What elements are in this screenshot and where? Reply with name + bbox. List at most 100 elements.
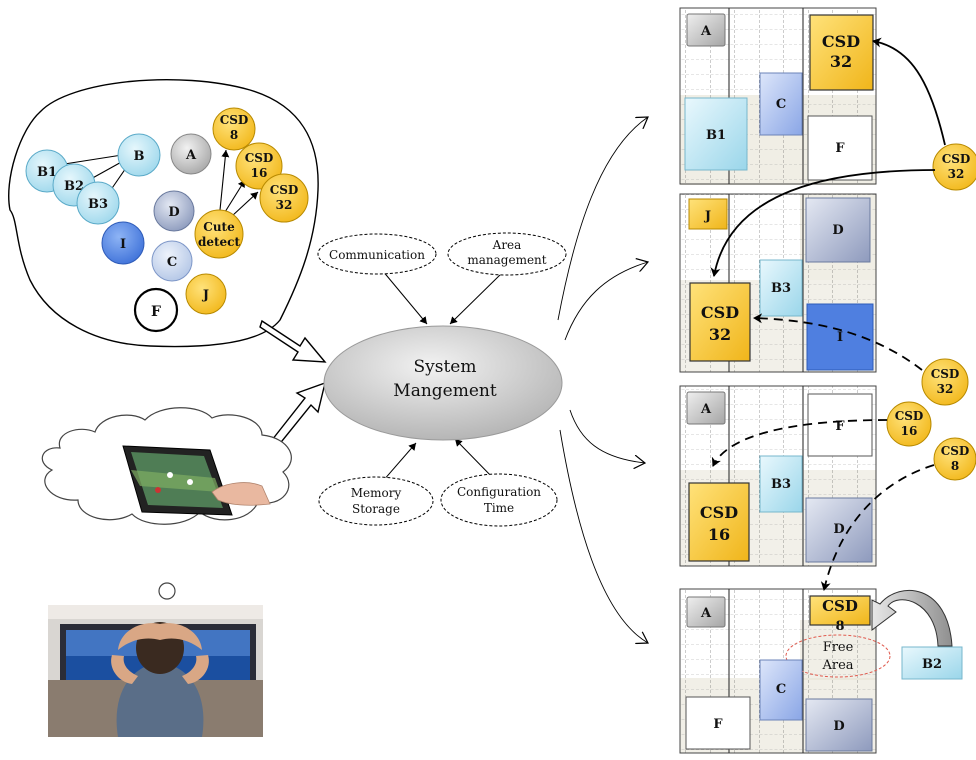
panel1-c: C	[759, 72, 803, 136]
svg-text:B3: B3	[771, 477, 791, 492]
svg-text:CSD: CSD	[822, 32, 860, 51]
svg-text:F: F	[835, 419, 845, 434]
svg-text:A: A	[700, 606, 712, 621]
svg-text:CSD: CSD	[931, 367, 960, 381]
svg-text:A: A	[700, 402, 712, 417]
outer-csd16: CSD 16	[886, 401, 932, 447]
svg-text:CSD: CSD	[822, 597, 858, 615]
svg-text:I: I	[120, 237, 126, 252]
factor-communication: Communication	[317, 233, 437, 275]
panel4-a: A	[686, 596, 726, 628]
component-b: B	[117, 133, 161, 177]
svg-text:Cute: Cute	[203, 220, 235, 234]
svg-text:B: B	[134, 149, 145, 164]
svg-text:D: D	[833, 522, 844, 537]
svg-text:J: J	[704, 209, 711, 224]
component-b3: B3	[76, 181, 120, 225]
hollow-arrow-bottom	[271, 381, 326, 448]
panel4-d: D	[805, 698, 873, 752]
panel1-b1: B1	[684, 97, 748, 171]
svg-text:B1: B1	[37, 165, 57, 180]
svg-text:32: 32	[948, 167, 965, 181]
svg-text:B3: B3	[88, 197, 108, 212]
svg-text:detect: detect	[198, 235, 241, 249]
svg-text:Communication: Communication	[329, 248, 425, 262]
svg-text:A: A	[185, 148, 197, 163]
component-a: A	[170, 133, 212, 175]
svg-text:32: 32	[709, 325, 731, 344]
layout-panel-3: A F B3 CSD 16 D	[679, 385, 877, 567]
outer-csd32-top: CSD 32	[932, 143, 976, 191]
svg-text:B1: B1	[706, 128, 726, 143]
panel1-a: A	[686, 13, 726, 47]
svg-text:Area: Area	[821, 658, 853, 673]
panel4-csd8: CSD 8	[809, 595, 871, 634]
branch-arrows	[557, 117, 648, 643]
outer-b2: B2	[901, 646, 963, 680]
curved-replace-arrow	[871, 589, 953, 647]
svg-text:Free: Free	[823, 640, 854, 655]
svg-text:C: C	[776, 97, 786, 112]
svg-text:C: C	[167, 255, 177, 270]
hand-icon	[211, 482, 271, 506]
svg-text:8: 8	[835, 619, 844, 634]
factor-area-management: Area management	[447, 232, 567, 276]
svg-text:Configuration: Configuration	[457, 485, 541, 499]
svg-text:16: 16	[901, 424, 918, 438]
svg-text:CSD: CSD	[895, 409, 924, 423]
svg-text:Area: Area	[492, 238, 522, 252]
component-d: D	[153, 190, 195, 232]
panel4-f: F	[685, 696, 751, 750]
component-c: C	[151, 240, 193, 282]
svg-text:B2: B2	[64, 179, 84, 194]
person-watching-tv-photo	[48, 605, 263, 737]
panel3-d: D	[805, 497, 873, 563]
component-cute-detect: Cute detect	[194, 209, 244, 259]
panel2-csd32: CSD 32	[689, 282, 751, 362]
component-i: I	[101, 221, 145, 265]
thought-bubble-small	[158, 582, 176, 600]
factor-configuration-time: Configuration Time	[440, 473, 558, 527]
panel3-b3: B3	[759, 455, 803, 513]
panel1-f: F	[807, 115, 873, 181]
svg-text:Storage: Storage	[352, 502, 400, 516]
svg-text:CSD: CSD	[701, 303, 739, 322]
component-csd32: CSD 32	[259, 173, 309, 223]
component-j: J	[185, 273, 227, 315]
svg-text:16: 16	[708, 525, 730, 544]
svg-text:D: D	[832, 223, 843, 238]
svg-text:CSD: CSD	[941, 444, 970, 458]
svg-text:B2: B2	[922, 657, 942, 672]
svg-text:8: 8	[951, 459, 959, 473]
svg-text:16: 16	[251, 166, 268, 180]
thought-cloud	[41, 407, 292, 525]
svg-text:Time: Time	[484, 501, 514, 515]
svg-text:D: D	[833, 719, 844, 734]
svg-text:CSD: CSD	[220, 113, 249, 127]
layout-panel-4: A CSD 8 Free Area C F D	[679, 588, 891, 754]
panel4-free-area: Free Area	[785, 634, 891, 678]
svg-text:Mangement: Mangement	[393, 381, 497, 401]
component-csd8: CSD 8	[212, 107, 256, 151]
panel2-b3: B3	[759, 259, 803, 317]
layout-panel-2: J D B3 CSD 32 I	[679, 193, 877, 373]
svg-text:Memory: Memory	[351, 486, 402, 500]
svg-text:A: A	[700, 24, 712, 39]
svg-text:System: System	[414, 357, 477, 377]
svg-text:8: 8	[230, 128, 238, 142]
panel3-a: A	[686, 391, 726, 425]
svg-text:32: 32	[276, 198, 293, 212]
component-f: F	[133, 287, 179, 333]
panel3-csd16: CSD 16	[688, 482, 750, 562]
panel1-csd32: CSD 32	[809, 14, 874, 91]
svg-text:CSD: CSD	[942, 152, 971, 166]
tablet-icon	[122, 445, 233, 516]
svg-text:CSD: CSD	[270, 183, 299, 197]
panel3-f: F	[807, 393, 873, 457]
svg-text:F: F	[151, 304, 161, 320]
svg-text:CSD: CSD	[245, 151, 274, 165]
layout-panel-1: A CSD 32 C B1 F	[679, 7, 877, 185]
svg-text:32: 32	[830, 52, 852, 71]
svg-text:management: management	[467, 253, 546, 267]
